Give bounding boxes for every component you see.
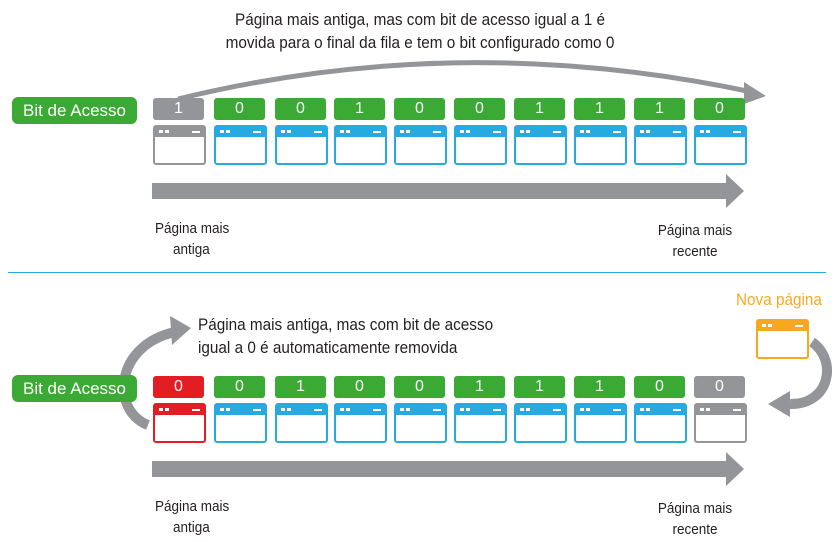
browser-page-icon [334, 125, 387, 165]
top-caption-line2: movida para o final da fila e tem o bit … [225, 33, 615, 52]
top-newest-line2: recente [672, 243, 718, 260]
browser-page-icon [514, 125, 567, 165]
top-access-bit-8: 1 [574, 98, 625, 120]
top-access-bit-6: 0 [454, 98, 505, 120]
top-bit-label: Bit de Acesso [12, 97, 138, 124]
bottom-newest-label: Página mais recente [655, 498, 736, 540]
top-curved-arrowhead [744, 82, 766, 104]
bottom-newest-line1: Página mais [657, 500, 733, 517]
browser-page-icon [574, 125, 627, 165]
bottom-oldest-label: Página mais antiga [155, 496, 229, 538]
section-divider [8, 272, 826, 273]
bottom-caption: Página mais antiga, mas com bit de acess… [198, 313, 522, 359]
bottom-access-bit-7: 1 [514, 376, 565, 398]
browser-page-icon [275, 125, 328, 165]
browser-page-icon [694, 403, 747, 443]
top-timeline-arrowhead [726, 174, 744, 208]
browser-page-icon [574, 403, 627, 443]
bottom-access-bit-8: 1 [574, 376, 625, 398]
top-oldest-line1: Página mais [155, 220, 230, 237]
bottom-access-bit-3: 1 [275, 376, 326, 398]
bottom-access-bit-9: 0 [634, 376, 685, 398]
bottom-access-bit-2: 0 [214, 376, 265, 398]
browser-page-icon [214, 125, 267, 165]
top-access-bit-4: 1 [334, 98, 385, 120]
top-access-bit-3: 0 [275, 98, 326, 120]
bottom-caption-line1: Página mais antiga, mas com bit de acess… [198, 315, 494, 334]
browser-page-icon [514, 403, 567, 443]
top-timeline-arrow-shaft [152, 183, 727, 199]
top-access-bit-1: 1 [153, 98, 204, 120]
bottom-access-bit-4: 0 [334, 376, 385, 398]
top-caption: Página mais antiga, mas com bit de acess… [177, 8, 663, 54]
top-oldest-line2: antiga [173, 241, 210, 258]
bottom-access-bit-6: 1 [454, 376, 505, 398]
new-page-label: Nova página [736, 290, 822, 309]
bottom-caption-line2: igual a 0 é automaticamente removida [198, 338, 458, 357]
browser-page-icon [454, 403, 507, 443]
top-oldest-label: Página mais antiga [155, 218, 229, 260]
insertion-arrow [789, 337, 832, 410]
new-page-icon [756, 319, 809, 359]
browser-page-icon [634, 125, 687, 165]
bottom-timeline-arrow-shaft [152, 461, 727, 477]
bottom-oldest-line1: Página mais [155, 498, 230, 515]
browser-page-icon [334, 403, 387, 443]
browser-page-icon [153, 125, 206, 165]
browser-page-icon [153, 403, 206, 443]
bottom-newest-line2: recente [672, 521, 718, 538]
top-access-bit-9: 1 [634, 98, 685, 120]
browser-page-icon [394, 403, 447, 443]
top-access-bit-10: 0 [694, 98, 745, 120]
bottom-access-bit-10: 0 [694, 376, 745, 398]
browser-page-icon [275, 403, 328, 443]
top-access-bit-2: 0 [214, 98, 265, 120]
top-newest-label: Página mais recente [655, 220, 736, 262]
bottom-bit-label: Bit de Acesso [12, 375, 138, 402]
bottom-timeline-arrowhead [726, 452, 744, 486]
insertion-arrowhead [768, 391, 790, 417]
browser-page-icon [214, 403, 267, 443]
bottom-oldest-line2: antiga [173, 519, 210, 536]
bottom-access-bit-5: 0 [394, 376, 445, 398]
removal-arrowhead [170, 316, 191, 345]
top-access-bit-5: 0 [394, 98, 445, 120]
top-newest-line1: Página mais [657, 222, 733, 239]
bottom-access-bit-1: 0 [153, 376, 204, 398]
top-curved-arrow [177, 60, 753, 102]
browser-page-icon [634, 403, 687, 443]
browser-page-icon [454, 125, 507, 165]
browser-page-icon [694, 125, 747, 165]
top-access-bit-7: 1 [514, 98, 565, 120]
top-caption-line1: Página mais antiga, mas com bit de acess… [235, 10, 605, 29]
browser-page-icon [394, 125, 447, 165]
